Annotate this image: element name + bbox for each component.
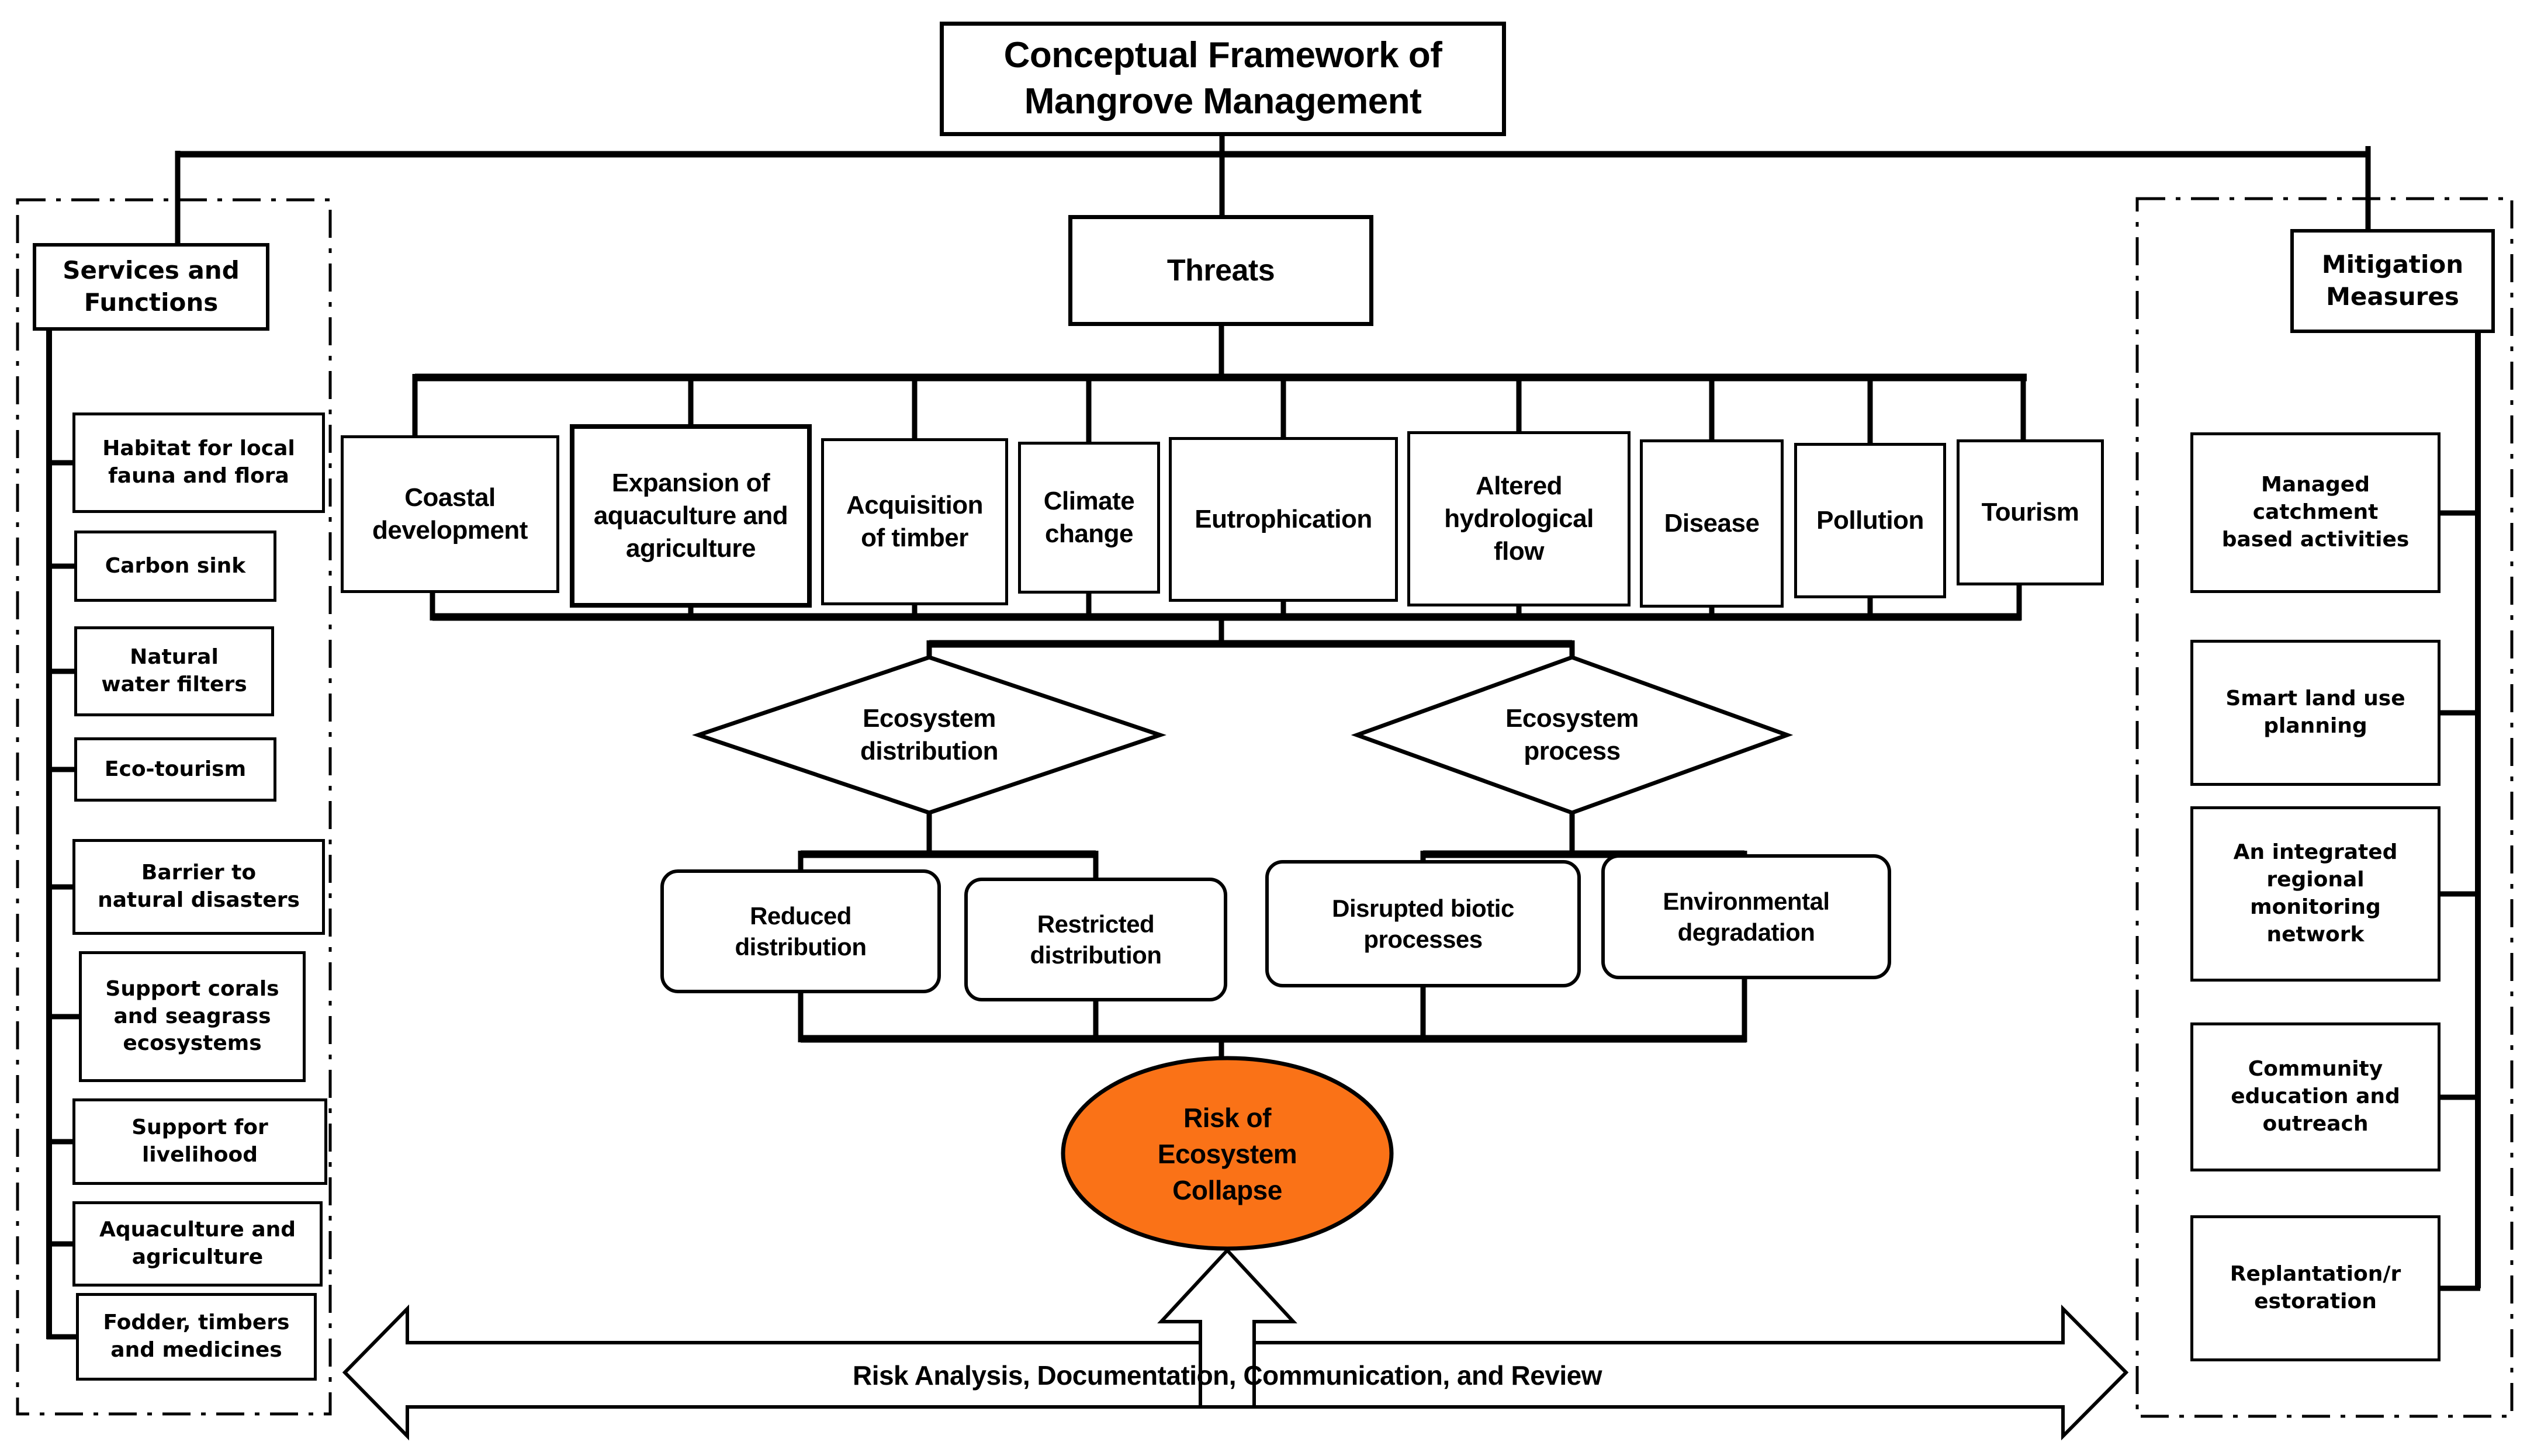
threats-header: Threats (1068, 215, 1373, 326)
outcome-disrupted-biotic: Disrupted biotic processes (1265, 860, 1581, 987)
right-panel-border (2135, 197, 2514, 1418)
mitigation-item-managed-catchment: Managed catchment based activities (2190, 432, 2441, 593)
ecosystem-process-label: Ecosystem process (1505, 704, 1639, 765)
up-arrow (1157, 1247, 1297, 1409)
ecosystem-distribution-diamond (692, 655, 1166, 815)
mitigation-item-smart-land-use: Smart land use planning (2190, 640, 2441, 786)
threat-eutrophication: Eutrophication (1169, 437, 1398, 602)
connector-lines (46, 131, 2481, 1340)
mitigation-item-monitoring-network: An integrated regional monitoring networ… (2190, 806, 2441, 982)
outcome-restricted-distribution: Restricted distribution (964, 878, 1227, 1001)
service-item-barrier: Barrier to natural disasters (72, 839, 325, 935)
threat-acquisition-timber: Acquisition of timber (821, 438, 1008, 605)
threat-climate-change: Climate change (1018, 442, 1160, 594)
service-item-habitat: Habitat for local fauna and flora (72, 412, 325, 513)
outcome-environmental-degradation: Environmental degradation (1601, 854, 1891, 979)
risk-of-ecosystem-collapse-label: Risk of Ecosystem Collapse (1157, 1102, 1297, 1206)
service-item-water-filters: Natural water filters (74, 626, 274, 716)
service-item-aquaculture: Aquaculture and agriculture (72, 1201, 323, 1287)
service-item-eco-tourism: Eco-tourism (74, 737, 276, 802)
threat-pollution: Pollution (1794, 443, 1946, 598)
service-item-fodder: Fodder, timbers and medicines (76, 1293, 317, 1381)
threat-expansion-aquaculture: Expansion of aquaculture and agriculture (570, 424, 812, 608)
service-item-carbon-sink: Carbon sink (74, 531, 276, 602)
ecosystem-process-diamond (1351, 655, 1794, 815)
threat-tourism: Tourism (1957, 439, 2104, 585)
ecosystem-distribution-label: Ecosystem distribution (860, 704, 998, 765)
service-item-corals: Support corals and seagrass ecosystems (79, 951, 306, 1082)
threat-coastal-development: Coastal development (341, 435, 559, 593)
diagram-title: Conceptual Framework of Mangrove Managem… (940, 22, 1506, 136)
outcome-reduced-distribution: Reduced distribution (660, 869, 941, 993)
mitigation-item-community-education: Community education and outreach (2190, 1022, 2441, 1171)
mitigation-measures-header: Mitigation Measures (2290, 229, 2495, 333)
threat-altered-hydrological-flow: Altered hydrological flow (1407, 431, 1631, 606)
mitigation-item-replantation: Replantation/r estoration (2190, 1215, 2441, 1361)
left-panel-border (16, 198, 332, 1416)
service-item-livelihood: Support for livelihood (72, 1098, 327, 1185)
threat-disease: Disease (1640, 439, 1784, 608)
risk-analysis-bar-label: Risk Analysis, Documentation, Communicat… (852, 1360, 1602, 1391)
services-functions-header: Services and Functions (33, 243, 269, 331)
